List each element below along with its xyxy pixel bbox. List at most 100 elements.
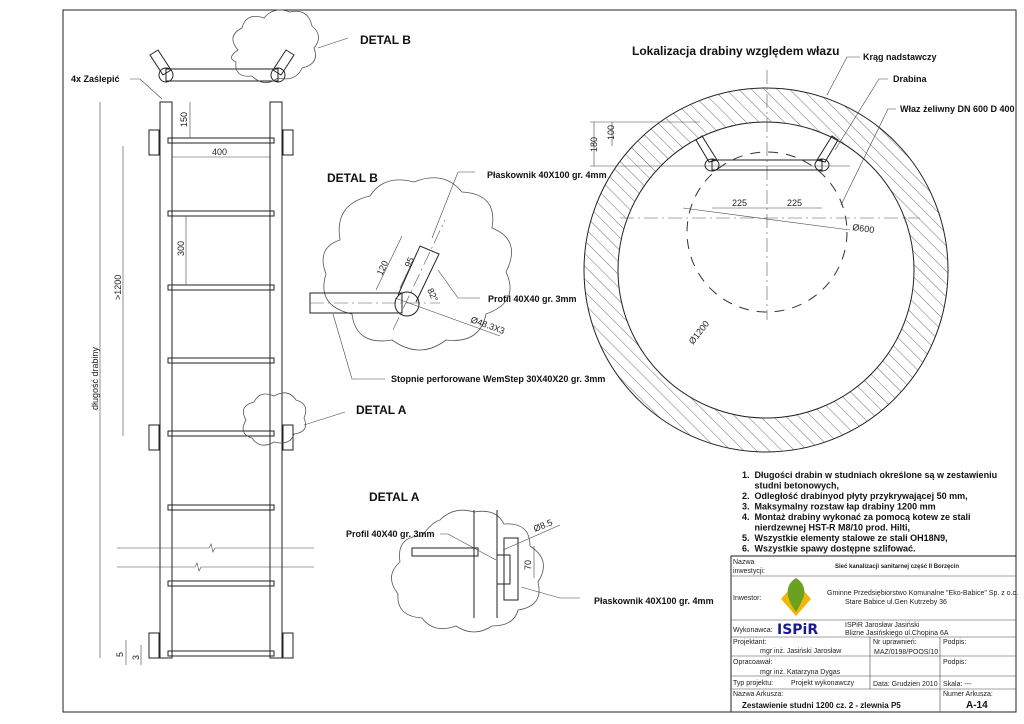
plan-tube-right [816, 135, 839, 163]
note-line: 6. Wszystkie spawy dostępne szlifować. [742, 544, 916, 554]
leader [520, 586, 580, 599]
bracket [148, 424, 160, 451]
manhole-circle [686, 151, 848, 313]
top-pipe-left [158, 67, 174, 83]
investment-label: inwestycji: [733, 568, 765, 575]
dim-225-right: 225 [787, 198, 802, 208]
ring-label: Krąg nadstawczy [863, 52, 937, 62]
plan-pipe-right [814, 158, 830, 172]
notes: 1. Długości drabin w studniach określone… [742, 470, 997, 554]
rung [167, 284, 275, 291]
dim-100: 100 [606, 125, 616, 140]
title-block: Nazwa inwestycji: Sieć kanalizacji sanit… [730, 555, 1018, 713]
dim-bottom-5: 5 [115, 652, 125, 657]
leader [431, 171, 475, 239]
detail-b-title: DETAL B [327, 171, 378, 185]
project-type-label: Typ projektu: [733, 680, 773, 687]
angle-82: 82° [425, 287, 440, 304]
rung [167, 650, 275, 657]
wall-brackets [148, 129, 294, 659]
date: Data: Grudzien 2010 [873, 681, 938, 688]
designer-label: Projektant: [733, 639, 767, 646]
note-line: studni betonowych, [742, 481, 839, 491]
note-line: 1. Długości drabin w studniach określone… [742, 470, 997, 480]
sheet-border [62, 9, 1017, 713]
note-line: 2. Odległość drabinyod płyty przykrywają… [742, 491, 968, 501]
dim-120: 120 [375, 259, 390, 277]
top-tube-left [149, 49, 172, 76]
contractor-name: ISPiR Jarosław Jasiński [845, 622, 920, 629]
bracket [282, 632, 294, 659]
prepared-name: mgr inż. Katarzyna Dygas [760, 669, 841, 676]
note-line: nierdzewnej HST-R M8/10 prod. Hilti, [742, 523, 910, 533]
license-number: MAZ/0198/POOS/10 [874, 649, 938, 656]
hole-diameter: Ø8.5 [532, 517, 554, 534]
investor-label: Inwestor: [733, 595, 761, 602]
contractor-logo: ISPiR [777, 622, 818, 638]
note-line: 3. Maksymalny rozstaw łap drabiny 1200 m… [742, 502, 936, 512]
pipe-diameter: Ø48.3X3 [469, 314, 506, 336]
dim-line [682, 207, 851, 231]
signature-label: Podpis: [943, 639, 966, 646]
top-tube-right [272, 49, 295, 76]
rung [167, 504, 275, 511]
detail-b: DETAL B 120 95 82° Ø48.3X3 Płaskownik 40… [309, 170, 607, 384]
flat-bar [503, 537, 519, 601]
note-line: 5. Wszystkie elementy stalowe ze stali O… [742, 533, 948, 543]
detail-b-callout: DETAL B [360, 33, 411, 47]
dim-width: 400 [212, 147, 227, 157]
ring-hatch [583, 87, 949, 453]
dim-anchor-spacing: >1200 [113, 275, 123, 300]
rung [167, 357, 275, 364]
leader [840, 108, 896, 206]
rung [167, 580, 275, 587]
break-line [117, 543, 314, 553]
sheet-name: Zestawienie studni 1200 cz. 2 - zlewnia … [742, 701, 901, 710]
dim-length-label: długość drabiny [90, 346, 100, 410]
investment-name: Sieć kanalizacji sanitarnej część II Bor… [835, 564, 959, 570]
dim-line [502, 524, 561, 551]
leader [826, 56, 860, 96]
project-type: Projekt wykonawczy [791, 680, 855, 687]
leader [332, 313, 385, 380]
dim-line [375, 235, 403, 291]
dim-95: 95 [403, 256, 416, 269]
sheet-name-label: Nazwa Arkusza: [733, 691, 783, 698]
ladder-elevation: DETAL B 4x Zaślepić długość drabiny >120… [71, 9, 411, 665]
dim-bottom-3: 3 [131, 655, 141, 660]
bracket [282, 129, 294, 156]
ladder-label: Drabina [893, 74, 928, 84]
profile-tube [397, 245, 440, 303]
plan-view: Lokalizacja drabiny względem włazu 180 1… [583, 44, 1015, 453]
detail-a-callout: DETAL A [356, 403, 407, 417]
flat-bar-label: Płaskownik 40X100 gr. 4mm [594, 596, 714, 606]
bracket [148, 632, 160, 659]
dia-1200: Ø1200 [687, 319, 712, 346]
leader [440, 533, 497, 561]
center-line [392, 219, 446, 331]
break-line [117, 562, 314, 572]
prepared-label: Opracoawał: [733, 659, 772, 666]
dim-line [394, 297, 501, 337]
dim-225-left: 225 [732, 198, 747, 208]
left-rail [159, 101, 173, 659]
designer-name: mgr inż. Jasiński Jarosław [760, 648, 842, 655]
detail-a: DETAL A Ø8.5 70 Profil 40X40 gr. 3mm Pła… [346, 490, 714, 633]
right-rail [269, 101, 283, 659]
dim-70: 70 [523, 560, 533, 570]
signature-label: Podpis: [943, 659, 966, 666]
leader [834, 78, 888, 151]
cap-label: 4x Zaślepić [71, 74, 120, 84]
investment-label: Nazwa [733, 559, 755, 566]
contractor-label: Wykonawca: [733, 627, 773, 634]
rung [167, 430, 275, 437]
bracket [282, 424, 294, 451]
detail-b-cloud-small [231, 9, 319, 83]
investor-logo [781, 578, 811, 616]
dia-600: Ø600 [852, 222, 875, 235]
pipe-section [394, 291, 420, 317]
steps-label: Stopnie perforowane WemStep 30X40X20 gr.… [391, 374, 605, 384]
leader [130, 78, 163, 100]
license-label: Nr uprawnień: [873, 639, 917, 646]
scale: Skala: --- [943, 681, 972, 688]
